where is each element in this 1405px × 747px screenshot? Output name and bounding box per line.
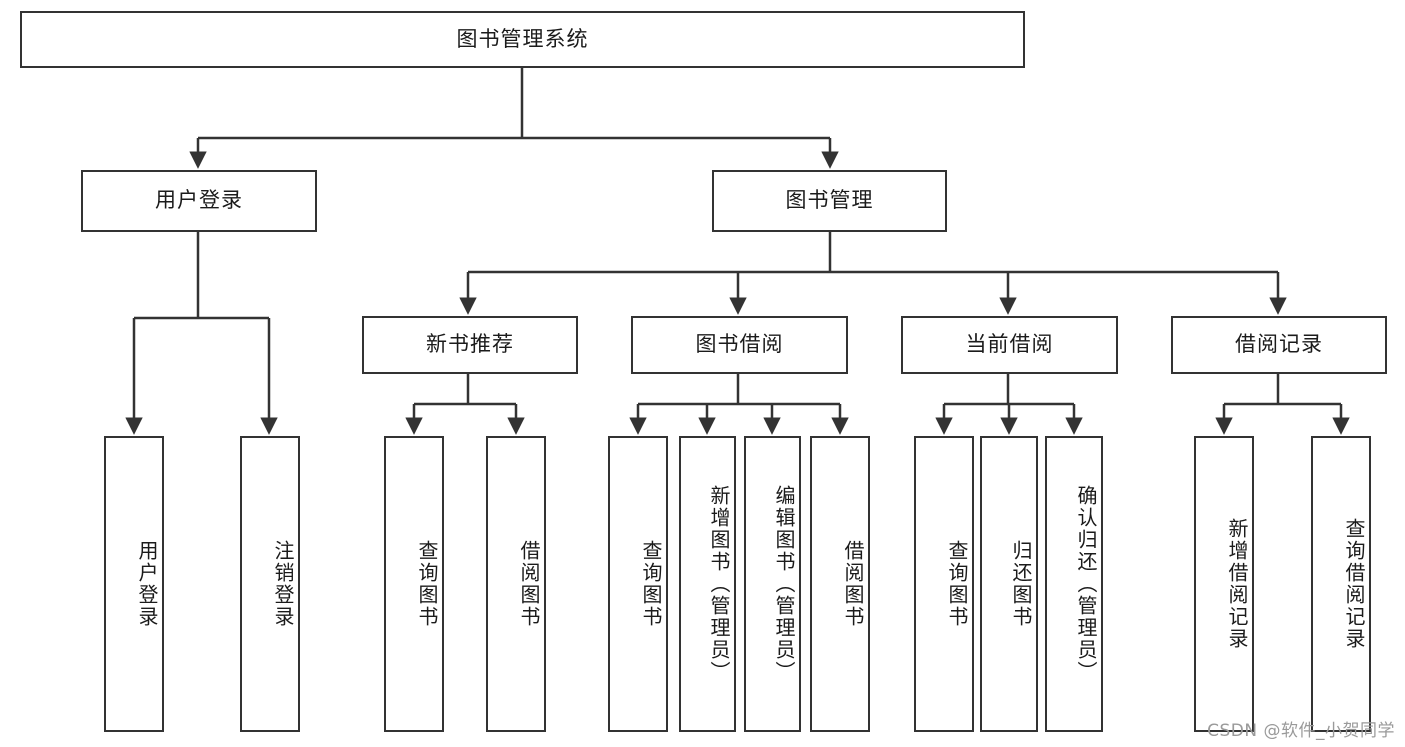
leaf-edit-book-label: 编辑图书（管理员）: [772, 485, 796, 683]
node-book-manage-label: 图书管理: [785, 188, 874, 213]
node-new-book-recommend-label: 新书推荐: [426, 332, 514, 357]
watermark: CSDN @软件_小贺同学: [1207, 721, 1395, 741]
leaf-logout-login[interactable]: 注销登录: [240, 436, 300, 732]
leaf-user-login[interactable]: 用户登录: [104, 436, 164, 732]
leaf-query-book-2-label: 查询图书: [639, 540, 663, 628]
node-book-borrow-label: 图书借阅: [695, 332, 784, 357]
leaf-borrow-book-1[interactable]: 借阅图书: [486, 436, 546, 732]
leaf-logout-login-label: 注销登录: [271, 540, 295, 628]
node-new-book-recommend[interactable]: 新书推荐: [362, 316, 578, 374]
node-borrow-record[interactable]: 借阅记录: [1171, 316, 1387, 374]
leaf-query-record[interactable]: 查询借阅记录: [1311, 436, 1371, 732]
leaf-confirm-return[interactable]: 确认归还（管理员）: [1045, 436, 1103, 732]
leaf-borrow-book-2[interactable]: 借阅图书: [810, 436, 870, 732]
leaf-query-book-2[interactable]: 查询图书: [608, 436, 668, 732]
leaf-query-book-3-label: 查询图书: [945, 540, 969, 628]
leaf-edit-book[interactable]: 编辑图书（管理员）: [744, 436, 801, 732]
leaf-user-login-label: 用户登录: [135, 540, 159, 628]
leaf-query-book-3[interactable]: 查询图书: [914, 436, 974, 732]
leaf-query-record-label: 查询借阅记录: [1342, 518, 1366, 650]
node-root[interactable]: 图书管理系统: [20, 11, 1025, 68]
node-user-login-label: 用户登录: [155, 188, 243, 213]
leaf-add-record[interactable]: 新增借阅记录: [1194, 436, 1254, 732]
node-current-borrow-label: 当前借阅: [965, 332, 1054, 357]
node-current-borrow[interactable]: 当前借阅: [901, 316, 1118, 374]
node-root-label: 图书管理系统: [456, 26, 589, 51]
leaf-query-book-1[interactable]: 查询图书: [384, 436, 444, 732]
leaf-return-book[interactable]: 归还图书: [980, 436, 1038, 732]
leaf-borrow-book-2-label: 借阅图书: [841, 540, 865, 628]
node-book-manage[interactable]: 图书管理: [712, 170, 947, 232]
leaf-confirm-return-label: 确认归还（管理员）: [1074, 485, 1098, 683]
node-borrow-record-label: 借阅记录: [1235, 332, 1323, 357]
leaf-borrow-book-1-label: 借阅图书: [517, 540, 541, 628]
leaf-query-book-1-label: 查询图书: [415, 540, 439, 628]
node-book-borrow[interactable]: 图书借阅: [631, 316, 848, 374]
node-user-login[interactable]: 用户登录: [81, 170, 317, 232]
leaf-add-book[interactable]: 新增图书（管理员）: [679, 436, 736, 732]
leaf-return-book-label: 归还图书: [1009, 540, 1033, 628]
leaf-add-book-label: 新增图书（管理员）: [707, 485, 731, 683]
leaf-add-record-label: 新增借阅记录: [1225, 518, 1249, 650]
